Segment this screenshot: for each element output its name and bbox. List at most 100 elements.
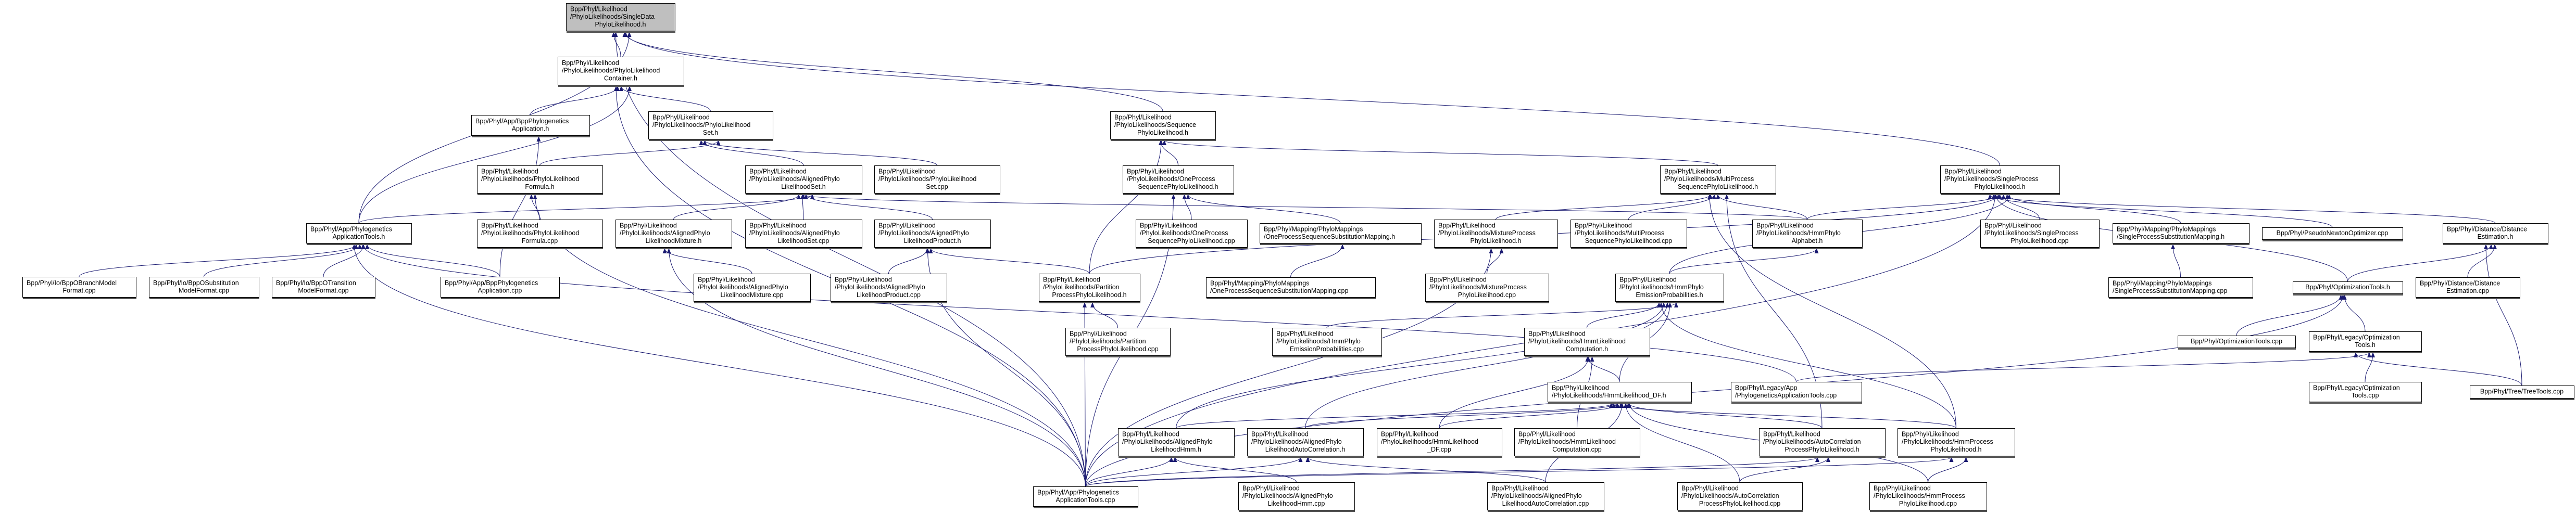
file-node[interactable]: Bpp/Phyl/Likelihood/PhyloLikelihoods/Ali… (874, 220, 991, 250)
file-node-label-line: ProcessPhyloLikelihood.cpp (1699, 500, 1780, 507)
dependency-edge (1085, 457, 1819, 487)
file-node[interactable]: Bpp/Phyl/Likelihood/PhyloLikelihoods/Hmm… (1548, 382, 1692, 404)
file-node-label-line: Bpp/Phyl/Likelihood (1140, 222, 1197, 229)
file-node[interactable]: Bpp/Phyl/Likelihood/PhyloLikelihoods/Hmm… (1514, 428, 1641, 458)
file-node[interactable]: Bpp/Phyl/Legacy/App/PhylogeneticsApplica… (1731, 382, 1863, 404)
file-node[interactable]: Bpp/Phyl/Likelihood/PhyloLikelihoods/One… (1136, 220, 1248, 250)
file-node[interactable]: Bpp/Phyl/Likelihood/PhyloLikelihoods/Ali… (694, 274, 811, 304)
file-node[interactable]: Bpp/Phyl/Likelihood/PhyloLikelihoods/Ali… (831, 274, 948, 304)
file-box (1548, 382, 1692, 402)
file-node-label-line: ModelFormat.cpp (179, 287, 229, 294)
file-node[interactable]: Bpp/Phyl/App/PhylogeneticsApplicationToo… (1033, 486, 1139, 509)
file-node[interactable]: Bpp/Phyl/Mapping/PhyloMappings/SinglePro… (2108, 277, 2254, 300)
file-node[interactable]: Bpp/Phyl/Likelihood/PhyloLikelihoods/Aut… (1677, 482, 1803, 512)
file-node[interactable]: Bpp/Phyl/Likelihood/PhyloLikelihoods/Hmm… (1524, 328, 1651, 358)
file-node-label-line: Bpp/Phyl/Likelihood (620, 222, 677, 229)
file-node[interactable]: Bpp/Phyl/Likelihood/PhyloLikelihoods/One… (1123, 165, 1235, 196)
file-node-label-line: LikelihoodMixture.cpp (721, 291, 784, 299)
node-shadow (2416, 298, 2520, 299)
file-node[interactable]: Bpp/Phyl/Mapping/PhyloMappings/OneProces… (1260, 223, 1422, 246)
file-node[interactable]: Bpp/Phyl/Likelihood/PhyloLikelihoods/Ali… (1238, 482, 1355, 512)
file-node-label-line: LikelihoodHmm.cpp (1268, 500, 1325, 507)
dependency-edge (702, 140, 937, 166)
file-node-label-line: Bpp/Phyl/Likelihood (749, 168, 807, 175)
file-node[interactable]: Bpp/Phyl/Likelihood/PhyloLikelihoods/Hmm… (1898, 428, 2016, 458)
node-shadow (1377, 456, 1502, 458)
file-node[interactable]: Bpp/Phyl/Likelihood/PhyloLikelihoods/Mix… (1425, 274, 1550, 304)
file-node-label-line: Bpp/Phyl/App/BppPhylogenetics (475, 118, 569, 125)
file-node-label-line: Bpp/Phyl/Likelihood (1251, 430, 1309, 438)
file-node[interactable]: Bpp/Phyl/Legacy/OptimizationTools.h (2309, 331, 2422, 354)
file-node[interactable]: Bpp/Phyl/Likelihood/PhyloLikelihoods/Par… (1065, 328, 1171, 358)
file-node[interactable]: Bpp/Phyl/Likelihood/PhyloLikelihoods/Hmm… (1752, 220, 1863, 250)
file-node[interactable]: Bpp/Phyl/Likelihood/PhyloLikelihoods/Par… (1039, 274, 1141, 304)
file-node[interactable]: Bpp/Phyl/PseudoNewtonOptimizer.cpp (2262, 227, 2404, 242)
file-node[interactable]: Bpp/Phyl/Likelihood/PhyloLikelihoods/Sin… (1940, 165, 2060, 196)
file-node-label-line: Set.h (703, 129, 718, 136)
file-node[interactable]: Bpp/Phyl/Likelihood/PhyloLikelihoods/Ali… (745, 220, 863, 250)
file-node-label-line: PhyloLikelihood.h (595, 21, 646, 28)
file-node[interactable]: Bpp/Phyl/Likelihood/PhyloLikelihoods/Phy… (477, 165, 604, 196)
file-node[interactable]: Bpp/Phyl/Likelihood/PhyloLikelihoods/Phy… (558, 57, 685, 87)
file-node-label-line: Bpp/Phyl/Likelihood (878, 168, 936, 175)
file-box (1136, 220, 1248, 248)
file-box (615, 220, 732, 248)
file-node[interactable]: Bpp/Phyl/Likelihood/PhyloLikelihoods/Sin… (566, 3, 676, 33)
node-shadow (1239, 510, 1355, 512)
file-node[interactable]: Bpp/Phyl/Mapping/PhyloMappings/OneProces… (1206, 277, 1376, 300)
dependency-edge (2236, 294, 2343, 336)
file-node[interactable]: Bpp/Phyl/Likelihood/PhyloLikelihoods/Phy… (477, 220, 604, 250)
file-node[interactable]: Bpp/Phyl/Likelihood/PhyloLikelihoods/Ali… (1118, 428, 1235, 458)
file-box (648, 111, 773, 139)
file-node[interactable]: Bpp/Phyl/Io/BppOTransitionModelFormat.cp… (272, 277, 376, 300)
node-shadow (1941, 194, 2060, 195)
file-node-label-line: /PhyloLikelihoods/PhyloLikelihood (481, 229, 579, 237)
file-node[interactable]: Bpp/Phyl/Likelihood/PhyloLikelihoods/Phy… (874, 165, 1001, 196)
file-node[interactable]: Bpp/Phyl/Tree/TreeTools.cpp (2470, 386, 2575, 401)
file-node[interactable]: Bpp/Phyl/Likelihood/PhyloLikelihoods/Mix… (1434, 220, 1559, 250)
file-node[interactable]: Bpp/Phyl/App/PhylogeneticsApplicationToo… (306, 223, 412, 246)
file-node[interactable]: Bpp/Phyl/Legacy/OptimizationTools.cpp (2309, 382, 2422, 404)
file-node[interactable]: Bpp/Phyl/Likelihood/PhyloLikelihoods/Phy… (648, 111, 774, 142)
file-node[interactable]: Bpp/Phyl/Likelihood/PhyloLikelihoods/Hmm… (1615, 274, 1725, 304)
dependency-edge (619, 86, 711, 112)
file-node[interactable]: Bpp/Phyl/Likelihood/PhyloLikelihoods/Mul… (1660, 165, 1777, 196)
file-node-label-line: SequencePhyloLikelihood.cpp (1585, 237, 1673, 245)
file-node-label-line: /PhyloLikelihoods/PhyloLikelihood (562, 67, 660, 74)
file-node[interactable]: Bpp/Phyl/Likelihood/PhyloLikelihoods/Ali… (1487, 482, 1605, 512)
file-node[interactable]: Bpp/Phyl/Likelihood/PhyloLikelihoods/Aut… (1759, 428, 1886, 458)
file-node[interactable]: Bpp/Phyl/OptimizationTools.h (2293, 281, 2404, 296)
dependency-edge (539, 140, 721, 166)
file-node[interactable]: Bpp/Phyl/Likelihood/PhyloLikelihoods/Hmm… (1869, 482, 1988, 512)
node-shadow (2293, 294, 2403, 295)
file-node[interactable]: Bpp/Phyl/Likelihood/PhyloLikelihoods/Seq… (1110, 111, 1216, 142)
file-node[interactable]: Bpp/Phyl/Mapping/PhyloMappings/SinglePro… (2113, 223, 2250, 246)
file-node[interactable]: Bpp/Phyl/Likelihood/PhyloLikelihoods/Ali… (615, 220, 733, 250)
file-box (477, 220, 603, 248)
node-shadow (1760, 456, 1886, 458)
file-node[interactable]: Bpp/Phyl/Likelihood/PhyloLikelihoods/Hmm… (1272, 328, 1383, 358)
file-node[interactable]: Bpp/Phyl/Likelihood/PhyloLikelihoods/Sin… (1980, 220, 2100, 250)
file-node[interactable]: Bpp/Phyl/Io/BppOSubstitutionModelFormat.… (149, 277, 260, 300)
node-shadow (2109, 298, 2253, 299)
file-node[interactable]: Bpp/Phyl/Likelihood/PhyloLikelihoods/Ali… (745, 165, 863, 196)
file-node[interactable]: Bpp/Phyl/App/BppPhylogeneticsApplication… (441, 277, 560, 300)
file-node[interactable]: Bpp/Phyl/OptimizationTools.cpp (2178, 336, 2296, 350)
dependency-edge (1928, 457, 1968, 483)
file-node[interactable]: Bpp/Phyl/Likelihood/PhyloLikelihoods/Mul… (1570, 220, 1688, 250)
file-node-label-line: Bpp/Phyl/Legacy/App (1735, 384, 1798, 391)
file-node[interactable]: Bpp/Phyl/App/BppPhylogeneticsApplication… (471, 115, 590, 138)
dependency-edge (2484, 244, 2522, 386)
dependency-edge (358, 194, 814, 224)
file-node-label-line: Application.h (512, 125, 549, 133)
dependency-edge (613, 32, 1086, 487)
file-node-label-line: ApplicationTools.cpp (1056, 496, 1115, 504)
file-node[interactable]: Bpp/Phyl/Likelihood/PhyloLikelihoods/Ali… (1247, 428, 1364, 458)
file-box (471, 115, 590, 136)
file-node[interactable]: Bpp/Phyl/Likelihood/PhyloLikelihoods/Hmm… (1377, 428, 1503, 458)
file-box (149, 277, 259, 298)
